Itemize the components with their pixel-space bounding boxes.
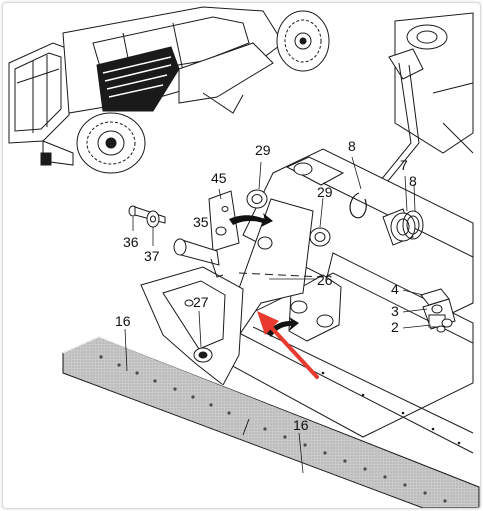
pin-part-35 — [173, 238, 224, 278]
red-pointer-arrow-icon — [257, 311, 319, 379]
callout-4: 4 — [391, 281, 399, 297]
callout-16-right: 16 — [293, 417, 309, 433]
bracket-part-27 — [140, 266, 244, 386]
cutting-blade-part-16 — [62, 336, 480, 508]
callout-45: 45 — [211, 170, 227, 186]
blade-bolt-holes — [99, 355, 447, 503]
rear-wheel — [276, 10, 330, 72]
callout-35: 35 — [193, 214, 209, 230]
hydraulic-cylinder — [332, 12, 474, 242]
main-beam — [226, 148, 474, 454]
callout-36: 36 — [123, 234, 139, 250]
callout-labels: 29 8 7 8 45 29 35 36 37 26 4 27 3 16 2 1… — [115, 138, 417, 433]
callout-2: 2 — [391, 319, 399, 335]
callout-27: 27 — [193, 294, 209, 310]
callout-16-left: 16 — [115, 313, 131, 329]
engine-grille — [96, 46, 180, 112]
machine-illustration — [8, 6, 330, 174]
callout-26: 26 — [317, 272, 333, 288]
exploded-parts-diagram: 29 8 7 8 45 29 35 36 37 26 4 27 3 16 2 1… — [8, 6, 480, 508]
callout-3: 3 — [391, 303, 399, 319]
callout-8-left: 8 — [348, 138, 356, 154]
washer-part-29-right — [309, 227, 331, 247]
washer-part-29-left — [246, 189, 268, 209]
ring-part-8-right — [402, 210, 424, 240]
black-arrow-icon — [229, 213, 273, 227]
callout-8-right: 8 — [409, 173, 417, 189]
clamp-part-45 — [208, 190, 240, 252]
leader-lines — [124, 156, 432, 474]
front-wheel — [76, 112, 146, 174]
parts-2-3-4-assembly — [420, 288, 456, 333]
washer-part-37 — [146, 210, 160, 228]
callout-7: 7 — [400, 157, 408, 173]
snap-ring-part-8-left — [349, 192, 367, 219]
callout-29-left: 29 — [255, 142, 271, 158]
callout-37: 37 — [144, 248, 160, 264]
callout-29-right: 29 — [317, 184, 333, 200]
